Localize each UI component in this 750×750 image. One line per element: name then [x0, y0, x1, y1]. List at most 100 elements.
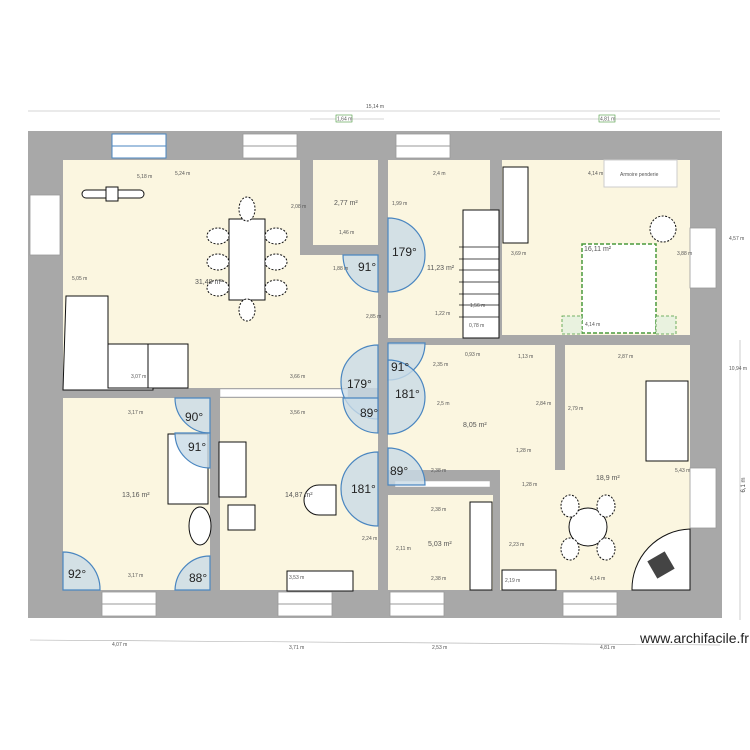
dim-label: 5,24 m	[175, 171, 190, 177]
door-angle[interactable]: 179°	[347, 377, 372, 391]
fridge	[218, 441, 247, 498]
laptop-icon	[647, 551, 675, 579]
dim-label: 4,57 m	[729, 236, 744, 242]
dim-label: 0,93 m	[465, 352, 480, 358]
dim-label: 4,14 m	[585, 322, 600, 328]
furniture: Armoire penderie	[62, 159, 691, 592]
door-arc	[387, 447, 426, 486]
dim-label: 1,88 m	[333, 266, 348, 272]
dim-label: 2,79 m	[568, 406, 583, 412]
door-angle[interactable]: 92°	[68, 567, 86, 581]
sink	[188, 506, 212, 546]
wardrobe-bedroom	[502, 166, 529, 244]
dim-label: 4,81 m	[600, 645, 615, 651]
door-angle[interactable]: 91°	[391, 360, 409, 374]
door-arc	[387, 359, 426, 435]
room-areas: 31,48 m² 2,77 m² 11,23 m² 16,11 m² 13,16…	[122, 200, 620, 548]
dim-label: 2,24 m	[362, 536, 377, 542]
sideboard	[501, 569, 557, 591]
dim-label: 5,05 m	[72, 276, 87, 282]
door-arc	[342, 397, 379, 434]
storage-shelf	[469, 501, 493, 591]
area-sejour: 18,9 m²	[596, 475, 620, 482]
area-wc: 2,77 m²	[334, 200, 358, 207]
dim-bedroom-width[interactable]: 4,81 m	[600, 117, 615, 123]
door-angle[interactable]: 88°	[189, 571, 207, 585]
dim-label: 2,08 m	[291, 204, 306, 210]
dim-label: 1,46 m	[339, 230, 354, 236]
dim-label: 5,18 m	[137, 174, 152, 180]
door-arc	[340, 451, 379, 527]
area-bedroom: 16,11 m²	[584, 246, 612, 253]
door-angle[interactable]: 91°	[188, 440, 206, 454]
dim-label: 2,85 m	[366, 314, 381, 320]
door-angle[interactable]: 90°	[185, 410, 203, 424]
door-angle[interactable]: 91°	[358, 260, 376, 274]
door-arc	[174, 555, 211, 591]
dim-label: 2,23 m	[509, 542, 524, 548]
cooktop	[227, 504, 256, 531]
wardrobe-label: Armoire penderie	[620, 172, 659, 178]
windows	[29, 133, 717, 617]
dim-label: 2,53 m	[432, 645, 447, 651]
dim-label: 2,35 m	[433, 362, 448, 368]
door-angle[interactable]: 89°	[390, 464, 408, 478]
dim-label: 1,22 m	[435, 311, 450, 317]
dim-label: 1,99 m	[392, 201, 407, 207]
tv-icon	[105, 186, 119, 202]
doors: 179° 91° 91° 179° 181° 89° 90° 91° 89° 1…	[62, 217, 426, 591]
dim-label: 2,5 m	[437, 401, 450, 407]
door-angle[interactable]: 181°	[351, 482, 376, 496]
dim-label: 3,17 m	[128, 410, 143, 416]
dining-table	[228, 218, 266, 301]
dim-label: 2,38 m	[431, 576, 446, 582]
area-corridor: 8,05 m²	[463, 422, 487, 429]
dim-label: 2,38 m	[431, 507, 446, 513]
dim-label: 3,53 m	[289, 575, 304, 581]
dim-label: 3,17 m	[128, 573, 143, 579]
dim-total-width: 15,14 m	[366, 104, 384, 110]
dim-label-right-height: 6,1 m	[741, 477, 747, 492]
area-hall: 11,23 m²	[427, 265, 455, 272]
dim-wc-width[interactable]: 1,64 m	[337, 117, 352, 123]
kitchen-sink	[286, 570, 354, 592]
room-wc	[313, 160, 378, 245]
dim-label: 4,07 m	[112, 642, 127, 648]
dim-label: 3,66 m	[290, 374, 305, 380]
dim-label: 1,13 m	[518, 354, 533, 360]
dim-label: 1,28 m	[522, 482, 537, 488]
dim-label: 3,88 m	[677, 251, 692, 257]
door-angle[interactable]: 181°	[395, 387, 420, 401]
dim-label: 5,43 m	[675, 468, 690, 474]
area-kitchen: 14,87 m²	[285, 492, 313, 499]
dim-label: 2,11 m	[396, 546, 411, 552]
dim-label: 1,28 m	[516, 448, 531, 454]
area-bath: 13,16 m²	[122, 492, 150, 499]
staircase	[462, 209, 500, 339]
area-living: 31,48 m²	[195, 279, 223, 286]
dim-label: 3,56 m	[290, 410, 305, 416]
dim-label: 2,4 m	[433, 171, 446, 177]
bed	[581, 243, 657, 334]
door-arc	[342, 254, 379, 293]
dim-label: 3,07 m	[131, 374, 146, 380]
dim-label: 3,69 m	[511, 251, 526, 257]
dim-label: 3,71 m	[289, 645, 304, 651]
top-dimensions: 15,14 m 1,64 m 4,81 m	[28, 104, 720, 123]
watermark-logo: www.archifacile.fr	[639, 630, 749, 646]
dim-label: 4,14 m	[590, 576, 605, 582]
door-angle[interactable]: 179°	[392, 245, 417, 259]
area-storage: 5,03 m²	[428, 541, 452, 548]
round-table-bedroom	[649, 215, 677, 243]
dim-label: 2,38 m	[431, 468, 446, 474]
door-arc	[174, 432, 211, 469]
wardrobe	[603, 159, 678, 188]
door-angle[interactable]: 89°	[360, 406, 378, 420]
dim-label: 10,94 m	[729, 366, 747, 372]
door-arc	[62, 551, 101, 591]
dim-label: 2,87 m	[618, 354, 633, 360]
dimensions: 5,24 m 5,18 m 2,08 m 5,05 m 1,46 m 1,88 …	[29, 171, 747, 651]
sofa-sejour	[645, 380, 689, 462]
dim-label: 2,84 m	[536, 401, 551, 407]
